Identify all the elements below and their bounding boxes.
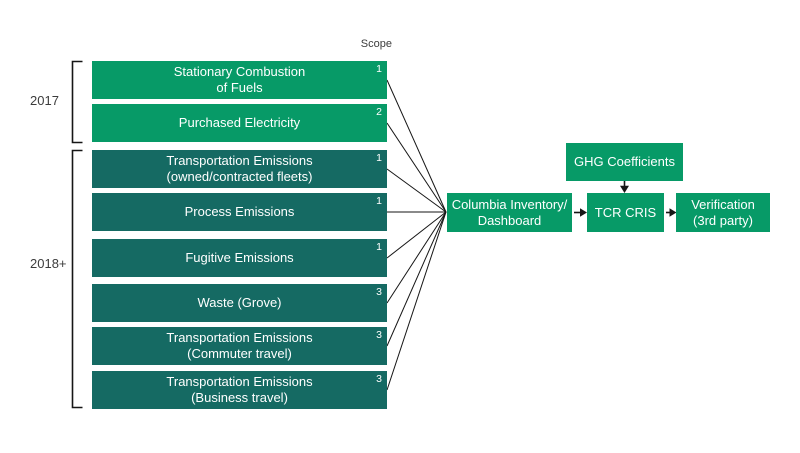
arrow-dashboard-to-tcr-icon [574,208,587,217]
source-box-label: Process Emissions [184,204,295,219]
source-box-label: Purchased Electricity [178,115,301,130]
scope-number: 1 [376,195,382,207]
tcr-cris-label: TCR CRIS [594,204,657,220]
tcr-cris-box: TCR CRIS [587,193,664,232]
source-box: Waste (Grove) 3 [92,284,387,322]
arrow-coefficients-to-tcr-icon [620,181,629,193]
scope-number: 3 [376,286,382,298]
columbia-inventory-dashboard-box: Columbia Inventory/ Dashboard [447,193,572,232]
scope-number: 1 [376,241,382,253]
source-box-label: Transportation Emissions (owned/contract… [166,153,313,184]
year-group-label-2018: 2018+ [30,256,67,271]
scope-number: 2 [376,106,382,118]
columbia-inventory-dashboard-label: Columbia Inventory/ Dashboard [451,196,568,228]
ghg-coefficients-label: GHG Coefficients [574,154,675,169]
source-box: Process Emissions 1 [92,193,387,231]
verification-label: Verification (3rd party) [691,196,755,228]
fan-line [386,211,447,347]
source-box-label: Transportation Emissions (Commuter trave… [166,330,313,361]
fan-line [386,211,447,304]
source-box: Transportation Emissions (owned/contract… [92,150,387,188]
source-box: Transportation Emissions (Business trave… [92,371,387,409]
fan-lines [386,79,447,391]
source-box-label: Transportation Emissions (Business trave… [166,374,313,405]
source-box: Transportation Emissions (Commuter trave… [92,327,387,365]
fan-line [386,211,447,259]
source-box: Stationary Combustion of Fuels 1 [92,61,387,99]
verification-box: Verification (3rd party) [676,193,770,232]
scope-number: 1 [376,152,382,164]
source-box: Fugitive Emissions 1 [92,239,387,277]
fan-line [386,168,447,213]
scope-number: 1 [376,63,382,75]
source-box-label: Fugitive Emissions [185,250,294,265]
fan-line [386,79,447,213]
source-box: Purchased Electricity 2 [92,104,387,142]
source-box-label: Stationary Combustion of Fuels [173,64,306,95]
scope-number: 3 [376,329,382,341]
source-box-label: Waste (Grove) [197,295,282,310]
arrow-tcr-to-verification-icon [666,208,677,217]
year-group-label-2017: 2017 [30,93,59,108]
scope-column-header: Scope [360,38,392,50]
bracket-2018 [71,149,83,409]
scope-number: 3 [376,373,382,385]
bracket-2017 [71,60,83,144]
fan-line [386,122,447,213]
fan-line [386,211,447,391]
ghg-coefficients-box: GHG Coefficients [566,143,683,181]
